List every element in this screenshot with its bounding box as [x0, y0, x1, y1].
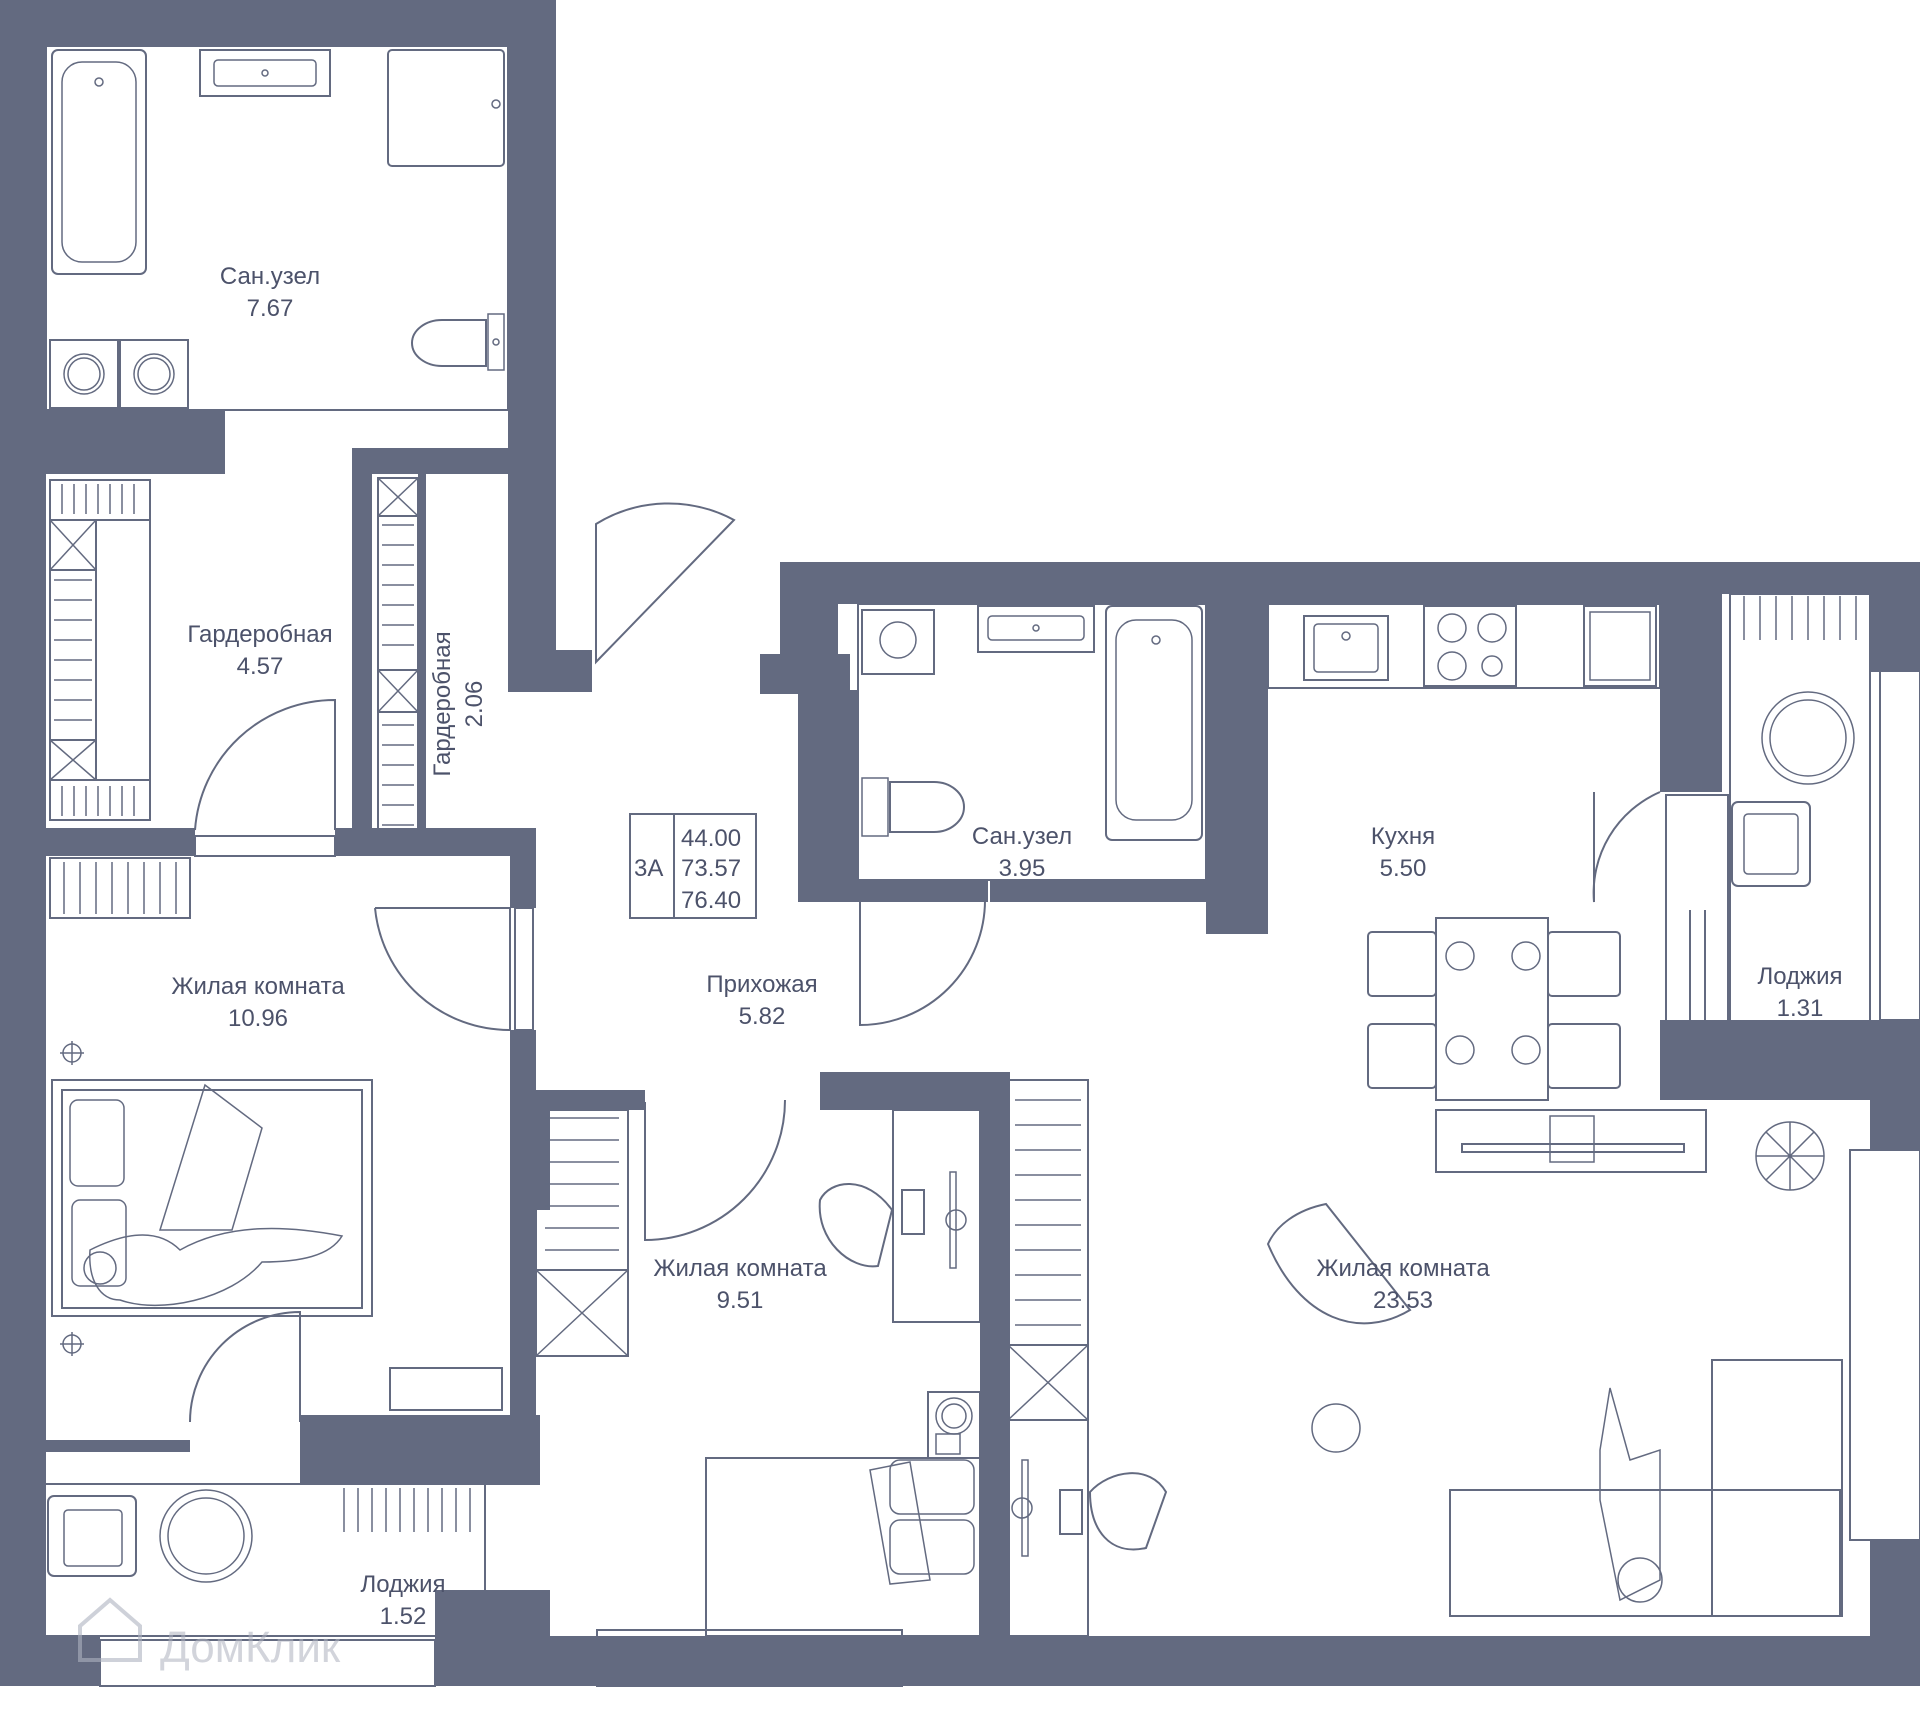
house-logo-icon: [78, 1597, 142, 1662]
watermark-text: ДомКлик: [160, 1623, 341, 1672]
room-area-kitchen: 5.50: [1380, 855, 1427, 882]
room-area-bedroom2: 9.51: [717, 1287, 764, 1314]
room-name-loggia2: Лоджия: [1757, 963, 1842, 990]
room-name-kitchen: Кухня: [1371, 823, 1435, 850]
room-area-bedroom1: 10.96: [228, 1005, 288, 1032]
armchair-icon: [1266, 1202, 1412, 1325]
area-with-loggia: 76.40: [681, 887, 741, 914]
room-name-wardrobe2: Гардеробная: [429, 631, 456, 776]
watermark: ДомКлик: [78, 1597, 341, 1672]
person-icon: [1599, 1387, 1661, 1602]
tv-icon: [1461, 1143, 1685, 1153]
armchair-icon: [1731, 801, 1811, 887]
room-area-bath2: 3.95: [999, 855, 1046, 882]
room-name-bath1: Сан.узел: [220, 263, 320, 290]
room-name-wardrobe1: Гардеробная: [187, 621, 332, 648]
room-name-bath2: Сан.узел: [972, 823, 1072, 850]
apartment-type: 3А: [634, 855, 663, 882]
interior-lines: [29, 45, 1920, 1687]
room-area-bath1: 7.67: [247, 295, 294, 322]
room-area-wardrobe2: 2.06: [461, 681, 488, 728]
bathtub-icon: [1105, 605, 1203, 841]
room-labels: Сан.узел 7.67 Гардеробная 4.57 Гардеробн…: [171, 263, 1842, 1630]
doors: [189, 502, 1661, 1423]
toilet-icon: [889, 781, 965, 833]
room-name-hall: Прихожая: [706, 971, 817, 998]
keyboard-icon: [901, 1189, 925, 1235]
washing-machine-icon: [49, 339, 119, 409]
fixtures: [47, 49, 1857, 1603]
sink-icon: [977, 605, 1095, 653]
spec-labels: 3А 44.00 73.57 76.40: [634, 825, 741, 914]
bathtub-icon: [51, 49, 147, 275]
outlet-icon: [60, 1041, 84, 1356]
kitchen-sink-icon: [1303, 615, 1389, 681]
keyboard-icon: [1059, 1489, 1083, 1535]
office-chair-icon: [818, 1183, 894, 1268]
plant-icon: [1755, 1121, 1825, 1191]
room-area-wardrobe1: 4.57: [237, 653, 284, 680]
area-living: 44.00: [681, 825, 741, 852]
room-area-living: 23.53: [1373, 1287, 1433, 1314]
room-area-hall: 5.82: [739, 1003, 786, 1030]
dryer-icon: [119, 339, 189, 409]
hanger-icons: [54, 484, 1857, 1532]
room-name-bedroom1: Жилая комната: [171, 973, 345, 1000]
washing-machine-icon: [861, 609, 935, 675]
shower-icon: [387, 49, 505, 167]
room-name-bedroom2: Жилая комната: [653, 1255, 827, 1282]
area-total: 73.57: [681, 855, 741, 882]
stove-icon: [1423, 605, 1517, 687]
room-area-loggia2: 1.31: [1777, 995, 1824, 1022]
walls: [0, 0, 1920, 1686]
room-name-living: Жилая комната: [1316, 1255, 1490, 1282]
room-name-loggia1: Лоджия: [360, 1571, 445, 1598]
fridge-icon: [1583, 605, 1657, 687]
room-area-loggia1: 1.52: [380, 1603, 427, 1630]
person-icon: [89, 1227, 344, 1307]
spec-box: [629, 813, 757, 919]
sink-icon: [199, 49, 331, 97]
office-chair-icon: [1088, 1472, 1168, 1551]
armchair-icon: [47, 1495, 137, 1577]
toilet-icon: [411, 319, 487, 367]
dining-table-icon: [1367, 917, 1621, 1101]
